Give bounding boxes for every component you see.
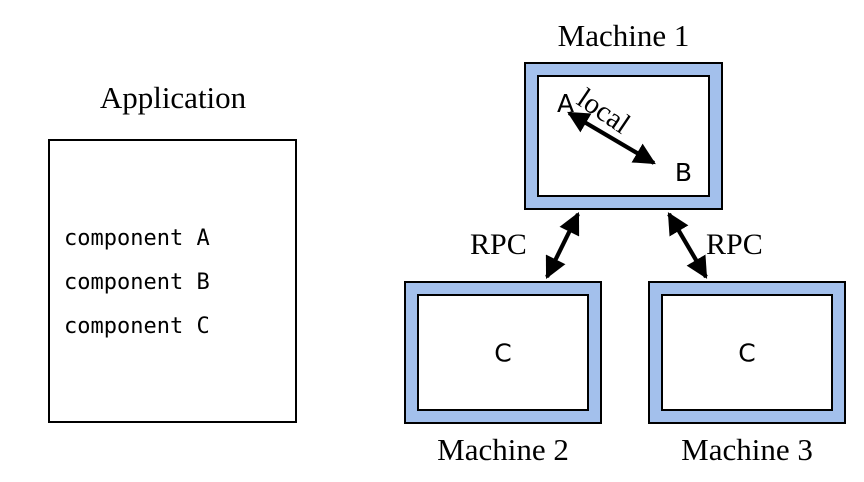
machine-1-inner: A B	[537, 75, 710, 197]
machine-2-box: C	[404, 281, 602, 424]
rpc-right-arrow	[667, 212, 708, 279]
machine-3-inner: C	[661, 294, 833, 411]
list-item: component C	[64, 314, 210, 339]
rpc-left-edge-label: RPC	[470, 228, 527, 261]
application-title: Application	[99, 80, 247, 115]
component-list: component A component B component C	[64, 217, 294, 349]
rpc-right-edge-label: RPC	[706, 228, 763, 261]
rpc-left-arrow	[545, 212, 580, 279]
machine-2-inner: C	[417, 294, 589, 411]
machine-2-title: Machine 2	[437, 432, 569, 467]
machine-3-box: C	[648, 281, 846, 424]
list-item: component A	[64, 226, 210, 251]
machine-1-component-b: B	[674, 158, 692, 187]
machine-1-title: Machine 1	[557, 18, 690, 53]
machine-1-box: A B	[524, 62, 723, 210]
application-box: component A component B component C	[48, 139, 297, 423]
machine-3-component-c: C	[738, 338, 756, 367]
list-item: component B	[64, 270, 210, 295]
machine-1-component-a: A	[557, 89, 575, 118]
machine-2-component-c: C	[494, 338, 512, 367]
machine-3-title: Machine 3	[681, 432, 813, 467]
